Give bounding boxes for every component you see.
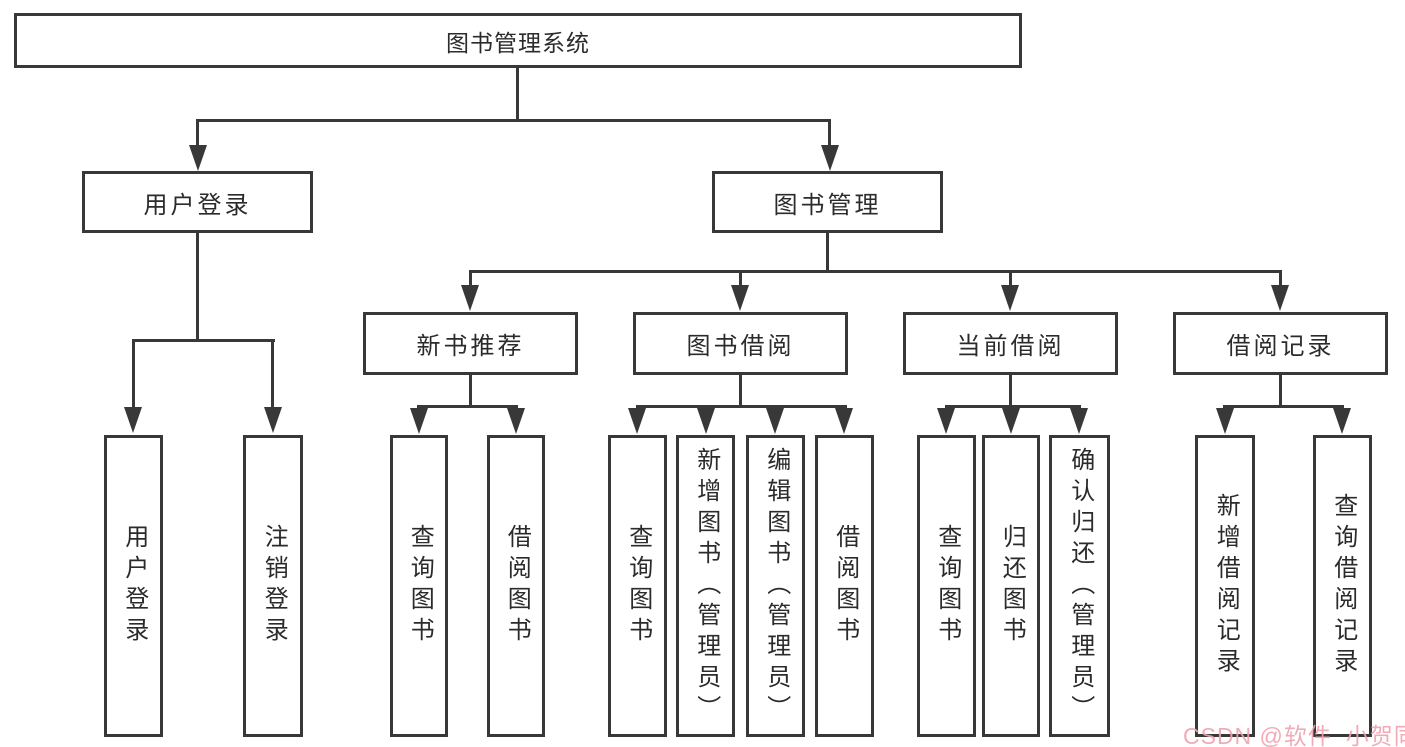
node-current-borrow: 当前借阅 bbox=[903, 312, 1118, 375]
leaf-add-book-admin: 新增图书（管理员） bbox=[676, 435, 735, 737]
node-borrow-records-label: 借阅记录 bbox=[1226, 333, 1335, 360]
arrow-down-icon bbox=[410, 408, 428, 434]
arrow-down-icon bbox=[461, 285, 479, 311]
node-new-book-recommend-label: 新书推荐 bbox=[416, 333, 525, 360]
leaf-query-books-recommend: 查询图书 bbox=[390, 435, 448, 737]
leaf-borrow-books-recommend-label: 借阅图书 bbox=[503, 524, 531, 648]
leaf-query-books-borrow: 查询图书 bbox=[608, 435, 667, 737]
node-user-login-label: 用户登录 bbox=[143, 191, 252, 219]
arrow-down-icon bbox=[937, 408, 955, 434]
leaf-return-book-label: 归还图书 bbox=[998, 524, 1026, 648]
node-system-root: 图书管理系统 bbox=[14, 13, 1022, 68]
connector-root-hbar bbox=[196, 119, 831, 122]
leaf-query-borrow-record: 查询借阅记录 bbox=[1313, 435, 1372, 737]
node-book-borrow-label: 图书借阅 bbox=[686, 333, 795, 360]
arrow-down-icon bbox=[835, 408, 853, 434]
connector-g2-stem bbox=[739, 375, 742, 407]
node-book-management: 图书管理 bbox=[712, 171, 943, 233]
connector-group2-stem bbox=[739, 270, 742, 285]
leaf-query-borrow-record-label: 查询借阅记录 bbox=[1329, 493, 1357, 679]
leaf-add-borrow-record: 新增借阅记录 bbox=[1195, 435, 1255, 737]
connector-bm-branch-stem bbox=[826, 233, 829, 272]
node-book-management-label: 图书管理 bbox=[773, 191, 882, 219]
connector-root-stem bbox=[516, 68, 519, 121]
connector-group3-stem bbox=[1009, 270, 1012, 285]
watermark-text: CSDN @软件_小贺同学 bbox=[1183, 723, 1405, 747]
leaf-user-login: 用户登录 bbox=[104, 435, 163, 737]
node-new-book-recommend: 新书推荐 bbox=[363, 312, 578, 375]
connector-user-branch-stem bbox=[196, 233, 199, 340]
leaf-confirm-return-admin-label: 确认归还（管理员） bbox=[1066, 446, 1094, 726]
leaf-query-books-current-label: 查询图书 bbox=[933, 524, 961, 648]
connector-bm-branch-hbar bbox=[469, 270, 1282, 273]
arrow-down-icon bbox=[766, 408, 784, 434]
arrow-down-icon bbox=[821, 145, 839, 171]
leaf-borrow-books-label: 借阅图书 bbox=[831, 524, 859, 648]
connector-g4-stem bbox=[1279, 375, 1282, 407]
node-borrow-records: 借阅记录 bbox=[1173, 312, 1388, 375]
connector-group1-stem bbox=[469, 270, 472, 285]
leaf-add-book-admin-label: 新增图书（管理员） bbox=[692, 446, 720, 726]
connector-g1-hbar bbox=[417, 405, 518, 408]
arrow-down-icon bbox=[507, 408, 525, 434]
connector-g3-stem bbox=[1009, 375, 1012, 407]
leaf-confirm-return-admin: 确认归还（管理员） bbox=[1049, 435, 1110, 737]
leaf-borrow-books: 借阅图书 bbox=[815, 435, 874, 737]
connector-user-leaf2-stem bbox=[271, 339, 274, 407]
leaf-return-book: 归还图书 bbox=[982, 435, 1040, 737]
node-current-borrow-label: 当前借阅 bbox=[956, 333, 1065, 360]
arrow-down-icon bbox=[1216, 408, 1234, 434]
connector-group4-stem bbox=[1279, 270, 1282, 285]
arrow-down-icon bbox=[1001, 285, 1019, 311]
leaf-query-books-current: 查询图书 bbox=[917, 435, 976, 737]
leaf-add-borrow-record-label: 新增借阅记录 bbox=[1212, 493, 1240, 679]
arrow-down-icon bbox=[1333, 408, 1351, 434]
connector-g1-stem bbox=[469, 375, 472, 407]
arrow-down-icon bbox=[697, 408, 715, 434]
leaf-query-books-recommend-label: 查询图书 bbox=[406, 524, 434, 648]
connector-user-branch-hbar bbox=[132, 339, 275, 342]
connector-user-leaf1-stem bbox=[132, 339, 135, 407]
connector-g3-hbar bbox=[945, 405, 1081, 408]
arrow-down-icon bbox=[264, 407, 282, 433]
leaf-logout-label: 注销登录 bbox=[260, 524, 288, 648]
node-system-root-label: 图书管理系统 bbox=[446, 29, 590, 56]
leaf-edit-book-admin: 编辑图书（管理员） bbox=[746, 435, 805, 737]
arrow-down-icon bbox=[1070, 408, 1088, 434]
connector-user-login-stem-top bbox=[196, 119, 199, 147]
leaf-user-login-label: 用户登录 bbox=[120, 524, 148, 648]
arrow-down-icon bbox=[1002, 408, 1020, 434]
node-book-borrow: 图书借阅 bbox=[633, 312, 848, 375]
node-user-login: 用户登录 bbox=[82, 171, 313, 233]
arrow-down-icon bbox=[731, 285, 749, 311]
leaf-edit-book-admin-label: 编辑图书（管理员） bbox=[762, 446, 790, 726]
arrow-down-icon bbox=[1271, 285, 1289, 311]
arrow-down-icon bbox=[628, 408, 646, 434]
leaf-borrow-books-recommend: 借阅图书 bbox=[487, 435, 545, 737]
arrow-down-icon bbox=[124, 407, 142, 433]
leaf-query-books-borrow-label: 查询图书 bbox=[624, 524, 652, 648]
leaf-logout: 注销登录 bbox=[243, 435, 303, 737]
connector-g4-hbar bbox=[1223, 405, 1344, 408]
arrow-down-icon bbox=[189, 145, 207, 171]
connector-g2-hbar bbox=[636, 405, 847, 408]
connector-book-mgmt-stem-top bbox=[828, 119, 831, 147]
